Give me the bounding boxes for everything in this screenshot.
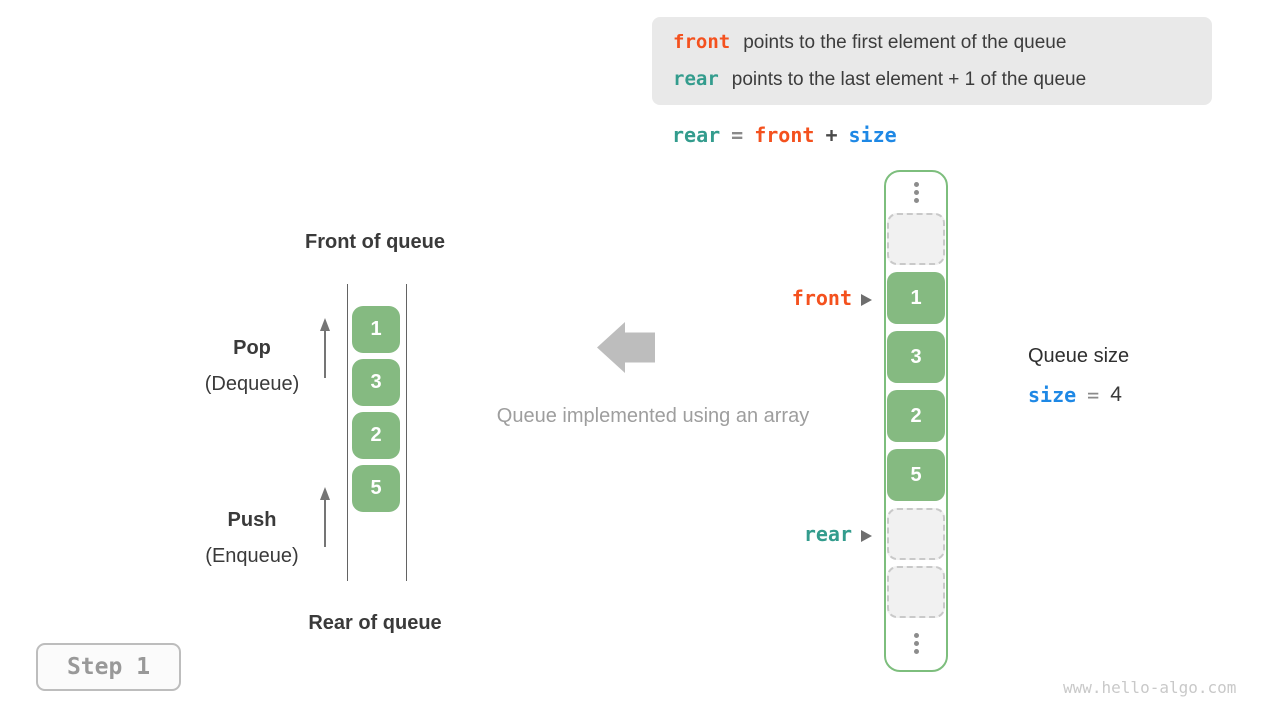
info-box: front points to the first element of the …	[652, 17, 1212, 105]
watermark: www.hello-algo.com	[1063, 678, 1237, 697]
rear-pointer-label: rear	[803, 522, 852, 546]
rear-pointer: rear	[672, 522, 872, 546]
array-cell-empty	[887, 566, 945, 618]
rear-description: points to the last element + 1 of the qu…	[731, 69, 1087, 90]
pop-up-arrow-icon	[320, 318, 330, 378]
ellipsis-icon	[887, 182, 945, 203]
array-cell: 1	[887, 272, 945, 324]
front-description: points to the first element of the queue	[743, 32, 1067, 53]
queue-wall-right	[406, 284, 407, 581]
front-pointer-label: front	[791, 286, 852, 310]
push-label: Push	[227, 509, 277, 531]
ellipsis-icon	[887, 633, 945, 654]
step-badge: Step 1	[36, 643, 181, 691]
dequeue-label: (Dequeue)	[204, 373, 300, 395]
left-block-arrow-icon	[597, 322, 655, 373]
info-line-front: front points to the first element of the …	[673, 24, 1212, 61]
push-up-arrow-icon	[320, 487, 330, 547]
queue-size-label: Queue size	[1028, 345, 1130, 367]
size-variable: size	[1028, 383, 1077, 407]
formula-rear: rear	[672, 123, 721, 147]
array-cell: 2	[887, 390, 945, 442]
formula-front: front	[754, 123, 815, 147]
queue-item: 1	[352, 306, 400, 353]
array-cell: 3	[887, 331, 945, 383]
size-expression: size = 4	[1028, 381, 1122, 409]
enqueue-label: (Enqueue)	[205, 545, 299, 567]
size-value: 4	[1110, 383, 1122, 406]
pointer-arrow-icon	[861, 529, 872, 542]
formula-equals: =	[731, 123, 744, 147]
queue-item: 3	[352, 359, 400, 406]
info-line-rear: rear points to the last element + 1 of th…	[673, 61, 1212, 98]
rear-keyword: rear	[673, 68, 719, 90]
pop-label: Pop	[233, 337, 271, 359]
queue-wall-left	[347, 284, 348, 581]
formula-plus: +	[825, 123, 838, 147]
size-equals: =	[1087, 383, 1100, 407]
array-cell-empty	[887, 508, 945, 560]
caption: Queue implemented using an array	[496, 405, 810, 427]
rear-of-queue-label: Rear of queue	[308, 612, 442, 634]
pointer-arrow-icon	[861, 293, 872, 306]
front-keyword: front	[673, 31, 731, 53]
front-of-queue-label: Front of queue	[305, 231, 445, 253]
formula: rear = front + size	[672, 121, 897, 149]
queue-item: 5	[352, 465, 400, 512]
queue-item: 2	[352, 412, 400, 459]
array-cell: 5	[887, 449, 945, 501]
formula-size: size	[848, 123, 897, 147]
front-pointer: front	[672, 286, 872, 310]
array-cell-empty	[887, 213, 945, 265]
